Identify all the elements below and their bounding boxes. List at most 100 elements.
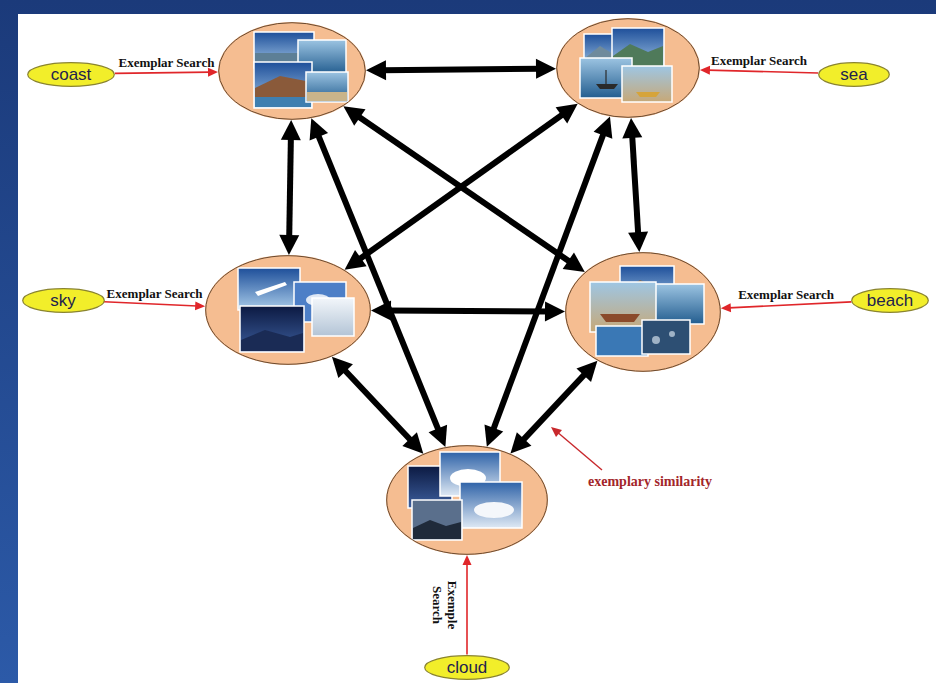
arrow-shaft [358, 113, 565, 260]
arrow-shaft [289, 136, 291, 239]
arrowhead [563, 252, 585, 272]
arrowhead [545, 301, 565, 321]
photo-detail [255, 97, 311, 107]
photo [306, 72, 348, 102]
query-word: coast [51, 66, 92, 83]
photo [460, 482, 522, 528]
cluster-fill [218, 22, 366, 120]
arrow-shaft [729, 302, 852, 308]
arrow-shaft [708, 70, 818, 73]
photo [254, 62, 312, 108]
arrowhead [510, 432, 531, 453]
tag-ellipse [819, 62, 890, 86]
search-arrow [104, 301, 205, 310]
query-word: cloud [447, 659, 488, 676]
cluster-outline [206, 256, 371, 365]
query-tag: beach [851, 288, 929, 313]
tag-ellipse [852, 288, 929, 312]
photo [642, 320, 690, 354]
photo [412, 500, 462, 540]
photo [238, 268, 300, 310]
cluster-outline [557, 19, 700, 118]
arrowhead [195, 301, 205, 310]
leader-arrowhead [551, 427, 562, 437]
similarity-arrow [622, 118, 648, 252]
arrowhead [628, 231, 648, 252]
image-cluster [556, 18, 700, 118]
cluster-outline [566, 253, 721, 372]
edge-label: Exemplar Search [107, 286, 203, 301]
query-tag: coast [27, 62, 115, 87]
leader-line [556, 431, 602, 470]
ellipse-outline [556, 18, 700, 118]
arrowhead [700, 66, 710, 75]
arrowhead [594, 116, 613, 138]
edge-label: Exemplar Search [738, 287, 834, 302]
tag-ellipse [22, 288, 104, 312]
edge-label: Exemplar Search [118, 55, 214, 70]
arrowhead [463, 555, 472, 565]
photo-detail [596, 84, 618, 89]
arrow-shaft [521, 372, 586, 442]
arrowhead [429, 425, 448, 447]
arrow-shaft [492, 131, 604, 431]
arrowhead [536, 59, 556, 79]
arrowhead [279, 235, 299, 255]
arrowhead [366, 60, 386, 80]
similarity-arrow [371, 301, 565, 322]
photo-detail [413, 520, 461, 539]
arrowhead [402, 432, 423, 453]
arrow-shaft [387, 308, 549, 315]
arrow-shaft [317, 133, 439, 432]
annotation: exemplary similarity [588, 474, 712, 490]
arrowhead [345, 250, 367, 270]
arrowhead [310, 118, 329, 140]
photo-detail [307, 92, 347, 101]
query-word: beach [867, 292, 913, 309]
ellipse-outline [218, 22, 366, 120]
edge-label: Exemplar Search [711, 53, 807, 68]
arrowhead [576, 361, 597, 382]
query-word: sky [50, 292, 76, 309]
arrow-shaft [104, 302, 197, 306]
image-cluster [205, 255, 371, 365]
arrowhead [343, 106, 365, 126]
photo-detail [255, 76, 311, 97]
cluster-outline [387, 446, 548, 555]
photo-detail [474, 502, 514, 518]
photo [240, 306, 304, 352]
photo-detail [600, 314, 640, 322]
similarity-arrow [332, 357, 423, 454]
photo [622, 66, 672, 102]
arrow-shaft [382, 69, 540, 70]
query-tag: sky [22, 288, 105, 313]
cluster-fill [556, 18, 700, 118]
photo-detail [255, 282, 287, 296]
white-panel [18, 14, 936, 683]
arrowhead [721, 303, 731, 312]
tag-ellipse [425, 655, 510, 679]
similarity-arrow [510, 361, 597, 454]
arrowhead [281, 120, 301, 140]
similarity-arrow [279, 120, 301, 255]
ellipse-outline [205, 255, 371, 365]
arrowhead [622, 118, 642, 139]
image-cluster [565, 252, 721, 372]
arrow-shaft [115, 72, 210, 73]
similarity-arrow [366, 59, 556, 80]
photo [312, 298, 354, 336]
similarity-arrow [310, 118, 447, 447]
ellipse-outline [386, 445, 548, 555]
query-tag: sea [818, 62, 890, 87]
arrow-shaft [632, 134, 638, 236]
photo-detail [605, 70, 606, 84]
photo [596, 326, 648, 356]
cluster-outline [219, 23, 366, 120]
similarity-arrow [484, 116, 612, 446]
arrowhead [371, 301, 391, 321]
photo-detail [241, 330, 303, 351]
similarity-arrow [345, 104, 578, 270]
ellipse-outline [565, 252, 721, 372]
